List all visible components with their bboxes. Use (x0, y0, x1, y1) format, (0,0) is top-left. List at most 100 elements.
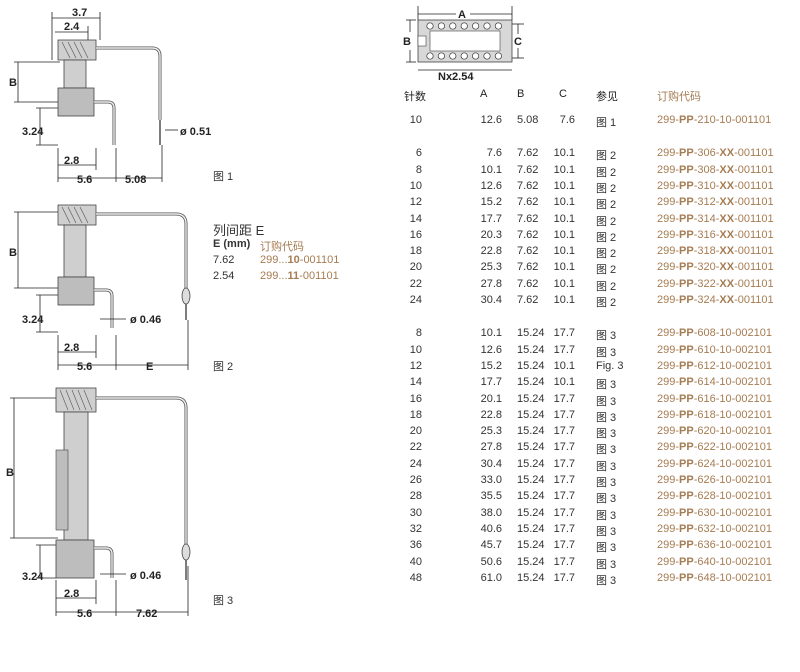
cell-ref: 图 2 (596, 248, 617, 261)
cell-pins: 8 (415, 163, 422, 176)
cell-order-code: 299-PP-312-XX-001101 (657, 196, 774, 209)
cell-ref: 图 3 (596, 477, 617, 489)
fig2-dim-pin: ø 0.46 (130, 314, 161, 326)
cell-c: 17.7 (553, 555, 575, 568)
spacing-row-e: 2.54 (213, 270, 235, 282)
cell-order-code: 299-PP-628-10-002101 (657, 490, 773, 503)
cell-c: 17.7 (553, 474, 575, 486)
cell-c: 10.1 (553, 147, 575, 160)
table-header-pins: 针数 (404, 91, 426, 103)
cell-order-code: 299-PP-624-10-002101 (657, 457, 773, 470)
fig1-dim-b: B (9, 77, 17, 89)
cell-order-code: 299-PP-632-10-002101 (657, 522, 773, 535)
cell-b: 7.62 (517, 245, 539, 258)
cell-a: 10.1 (480, 327, 502, 340)
cell-a: 61.0 (480, 571, 502, 584)
cell-order-code: 299-PP-618-10-002101 (657, 408, 773, 421)
cell-order-code: 299-PP-310-XX-001101 (657, 179, 774, 192)
cell-pins: 10 (409, 343, 422, 356)
cell-a: 27.8 (480, 277, 502, 290)
fig3-dim-56: 5.6 (77, 608, 92, 620)
cell-a: 15.2 (480, 359, 502, 372)
spacing-row-code: 299...10-001101 (260, 254, 340, 266)
cell-a: 22.8 (480, 245, 502, 258)
cell-order-code: 299-PP-610-10-002101 (657, 343, 773, 356)
cell-pins: 28 (409, 490, 422, 503)
cell-b: 7.62 (517, 261, 539, 274)
cell-pins: 10 (409, 179, 422, 192)
cell-a: 33.0 (480, 474, 502, 486)
cell-a: 22.8 (480, 408, 502, 421)
cell-a: 12.6 (480, 114, 502, 126)
fig3-dim-28: 2.8 (64, 588, 79, 600)
table-header-b: B (517, 88, 525, 100)
cell-a: 25.3 (480, 425, 502, 438)
cell-pins: 8 (415, 327, 422, 340)
cell-pins: 10 (409, 114, 422, 126)
cell-ref: 图 2 (596, 231, 617, 244)
cell-pins: 14 (409, 212, 422, 225)
fig3-dim-pin: ø 0.46 (130, 570, 161, 582)
cell-pins: 20 (409, 425, 422, 438)
cell-pins: 24 (409, 294, 422, 306)
figure-2-drawing: B 3.24 2.8 5.6 E ø 0.46 (9, 204, 191, 373)
cell-ref: 图 3 (596, 525, 617, 538)
top-view-pin (483, 22, 491, 30)
cell-pins: 12 (409, 196, 422, 209)
cell-c: 10.1 (553, 228, 575, 241)
fig1-dim-24: 2.4 (64, 21, 80, 33)
cell-b: 15.24 (517, 343, 545, 356)
cell-a: 17.7 (480, 212, 502, 225)
cell-order-code: 299-PP-318-XX-001101 (657, 245, 774, 258)
cell-b: 15.24 (517, 555, 545, 568)
cell-a: 12.6 (480, 179, 502, 192)
cell-c: 17.7 (553, 441, 575, 454)
cell-b: 7.62 (517, 277, 539, 290)
cell-pins: 20 (409, 261, 422, 274)
cell-ref: 图 2 (596, 199, 617, 212)
cell-c: 17.7 (553, 490, 575, 503)
cell-order-code: 299-PP-614-10-002101 (657, 376, 773, 389)
cell-a: 20.3 (480, 228, 502, 241)
fig3-dim-b: B (6, 467, 14, 479)
cell-pins: 18 (409, 408, 422, 421)
cell-b: 15.24 (517, 571, 545, 584)
top-view-pin (437, 22, 445, 30)
top-view-pin (449, 52, 457, 60)
cell-ref: 图 2 (596, 264, 617, 277)
fig2-dim-e: E (146, 361, 153, 373)
spacing-row-e: 7.62 (213, 254, 235, 266)
cell-pins: 14 (409, 376, 422, 389)
cell-order-code: 299-PP-620-10-002101 (657, 425, 773, 438)
spacing-row-code: 299...11-001101 (260, 270, 339, 282)
fig1-dim-324: 3.24 (22, 126, 44, 138)
cell-order-code: 299-PP-324-XX-001101 (657, 294, 774, 306)
cell-b: 15.24 (517, 490, 545, 503)
cell-c: 17.7 (553, 408, 575, 421)
top-view-pin (426, 22, 434, 30)
cell-b: 15.24 (517, 376, 545, 389)
fig2-dim-324: 3.24 (22, 314, 44, 326)
cell-c: 10.1 (553, 163, 575, 176)
spacing-header-code: 订购代码 (260, 241, 304, 253)
cell-a: 17.7 (480, 376, 502, 389)
top-view-pin (437, 52, 445, 60)
cell-ref: 图 3 (596, 444, 617, 457)
cell-order-code: 299-PP-616-10-002101 (657, 392, 773, 405)
cell-b: 7.62 (517, 294, 539, 306)
cell-order-code: 299-PP-314-XX-001101 (657, 212, 774, 225)
cell-order-code: 299-PP-322-XX-001101 (657, 277, 774, 290)
fig2-dim-56: 5.6 (77, 361, 92, 373)
cell-ref: 图 3 (596, 346, 617, 359)
cell-order-code: 299-PP-630-10-002101 (657, 506, 773, 519)
top-view-pin (483, 52, 491, 60)
cell-pins: 24 (409, 457, 422, 470)
top-view-dim-c: C (514, 36, 522, 48)
cell-pins: 40 (409, 555, 422, 568)
cell-c: 17.7 (553, 522, 575, 535)
cell-b: 7.62 (517, 228, 539, 241)
cell-order-code: 299-PP-626-10-002101 (657, 474, 773, 486)
cell-a: 27.8 (480, 441, 502, 454)
cell-c: 17.7 (553, 343, 575, 356)
cell-ref: 图 2 (596, 166, 617, 179)
